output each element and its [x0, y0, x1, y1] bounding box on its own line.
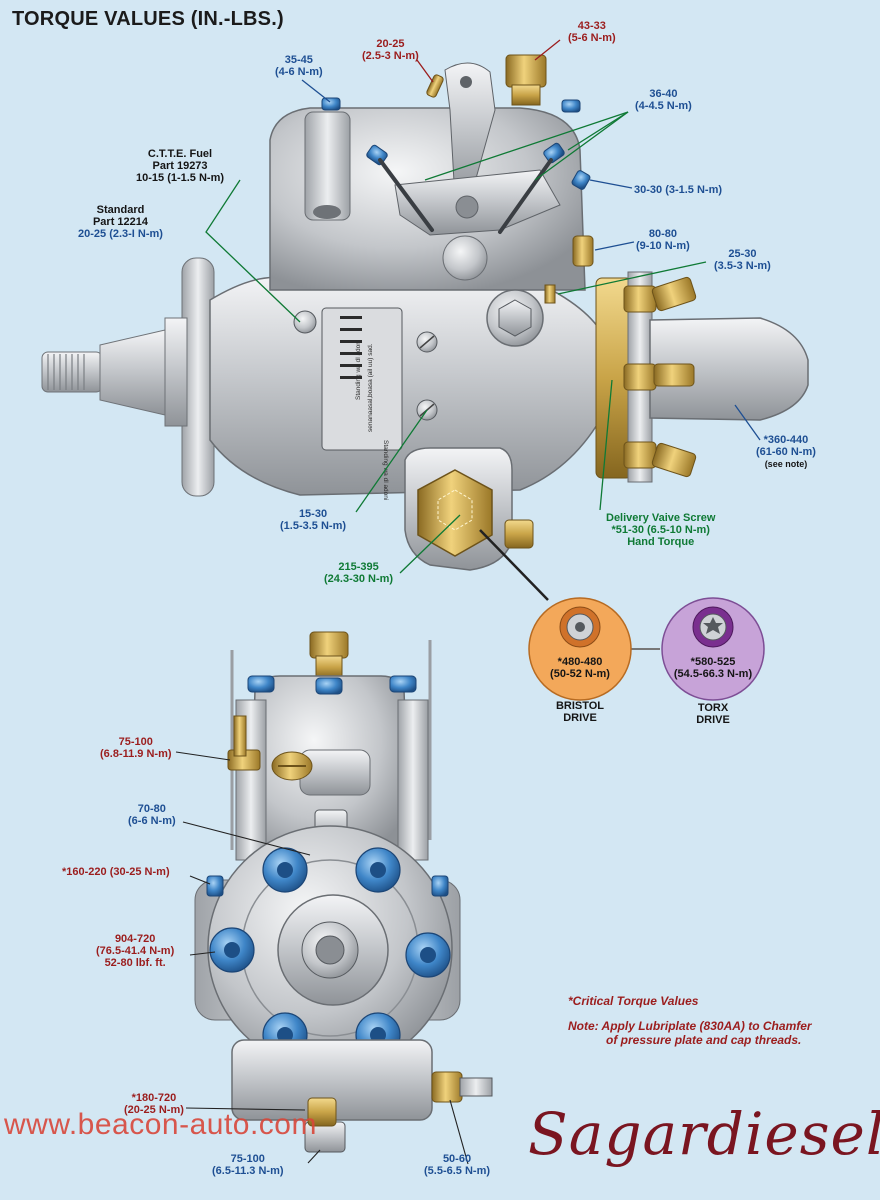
plate-text-2: senanaasal,boasa (ail uu) sad. — [367, 343, 374, 432]
label-25-30: 25-30(3.5-3 N-m) — [714, 248, 771, 272]
label-torx-torque: *580-525(54.5-66.3 N-m) — [673, 656, 753, 680]
pump-side-view: Standing wa dl adoni senanaasal,boasa (a… — [41, 54, 809, 571]
lubriplate-note-line2: of pressure plate and cap threads. — [606, 1033, 802, 1047]
leader-lines-top — [205, 39, 761, 601]
label-50-60: 50-60(5.5-6.5 N-m) — [424, 1153, 491, 1177]
label-75-100-b: 75-100(6.5-11.3 N-m) — [212, 1153, 284, 1177]
lubriplate-note-line1: Note: Apply Lubriplate (830AA) to Chamfe… — [568, 1019, 812, 1033]
label-904-720: 904-720(76.5-41.4 N-m)52-80 lbf. ft. — [96, 933, 175, 969]
label-75-100-a: 75-100(6.8-11.9 N-m) — [100, 736, 172, 760]
label-15-30: 15-30(1.5-3.5 N-m) — [280, 508, 347, 532]
label-180-720: *180-720(20-25 N-m) — [124, 1092, 184, 1116]
label-bristol-torque: *480-480(50-52 N-m) — [550, 656, 610, 680]
leader-lines-bottom — [175, 751, 469, 1165]
label-36-40: 36-40(4-4.5 N-m) — [635, 88, 692, 112]
label-delivery-valve-screw: Delivery Vaive Screw*51-30 (6.5-10 N-m)H… — [606, 512, 716, 548]
label-360-440: *360-440(61-60 N-m) (see note) — [756, 434, 816, 469]
brand-watermark: Sagardiesel — [528, 1100, 880, 1168]
label-70-80: 70-80(6-6 N-m) — [128, 803, 176, 827]
label-20-25: 20-25(2.5-3 N-m) — [362, 38, 419, 62]
label-43-33: 43-33(5-6 N-m) — [568, 20, 616, 44]
label-160-220: *160-220 (30-25 N-m) — [62, 866, 170, 878]
website-watermark: www.beacon-auto.com — [4, 1108, 317, 1141]
pump-end-view — [194, 631, 493, 1153]
drive-type-circles — [528, 597, 765, 701]
label-30-30: 30-30 (3-1.5 N-m) — [634, 184, 723, 196]
critical-torque-note: *Critical Torque Values — [568, 994, 699, 1008]
label-80-80: 80-80(9-10 N-m) — [636, 228, 690, 252]
label-215-395: 215-395(24.3-30 N-m) — [324, 561, 394, 585]
page-title: TORQUE VALUES (IN.-LBS.) — [12, 8, 284, 30]
plate-text-1: Standing wa dl adoni — [355, 340, 362, 400]
label-35-45: 35-45(4-6 N-m) — [275, 54, 323, 78]
